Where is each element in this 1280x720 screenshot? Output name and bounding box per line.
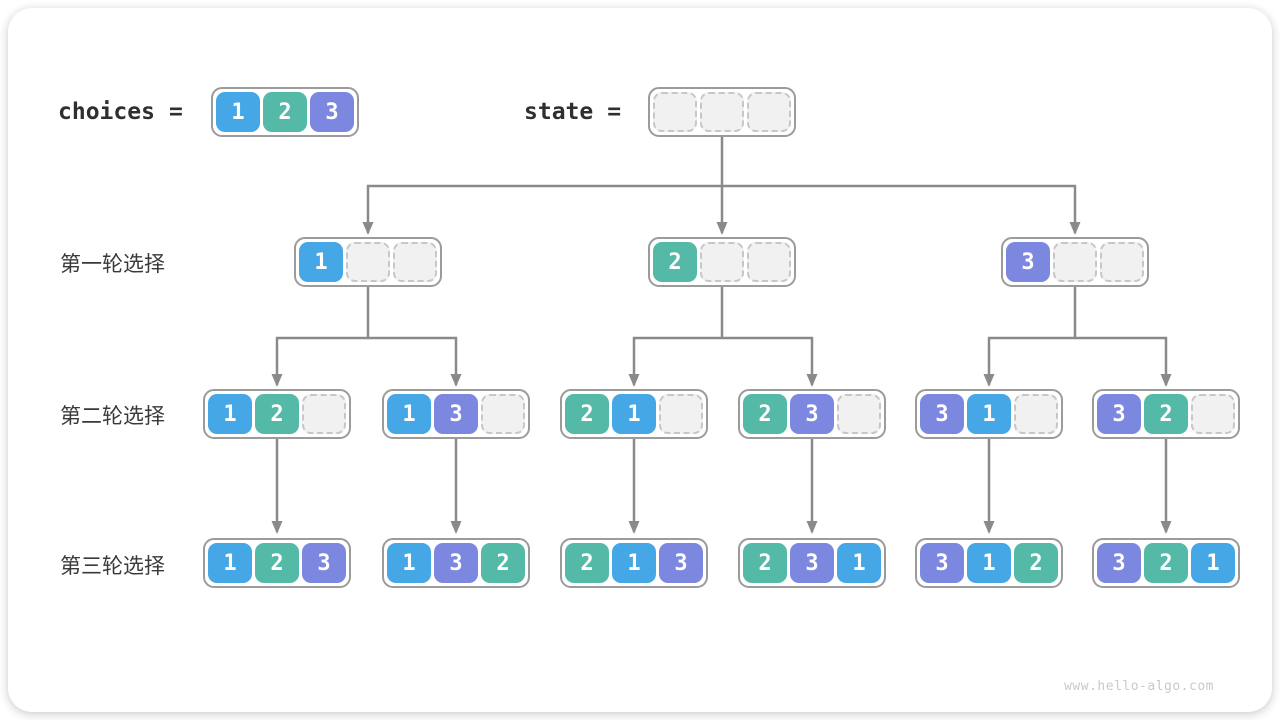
state-declaration: state = xyxy=(524,87,621,137)
value-cell-1: 1 xyxy=(612,543,656,583)
value-cell-3: 3 xyxy=(1006,242,1050,282)
value-cell-3: 3 xyxy=(1097,543,1141,583)
value-cell-2: 2 xyxy=(743,394,787,434)
value-cell-1: 1 xyxy=(612,394,656,434)
choices-declaration: choices = xyxy=(58,87,183,137)
watermark: www.hello-algo.com xyxy=(1064,679,1214,694)
state-array xyxy=(648,87,796,137)
empty-cell xyxy=(302,394,346,434)
value-cell-2: 2 xyxy=(565,394,609,434)
value-cell-1: 1 xyxy=(1191,543,1235,583)
empty-cell xyxy=(1100,242,1144,282)
value-cell-3: 3 xyxy=(302,543,346,583)
value-cell-3: 3 xyxy=(434,394,478,434)
value-cell-1: 1 xyxy=(387,394,431,434)
value-cell-3: 3 xyxy=(1097,394,1141,434)
value-cell-2: 2 xyxy=(1144,394,1188,434)
empty-cell xyxy=(1053,242,1097,282)
value-cell-2: 2 xyxy=(1144,543,1188,583)
state-keyword: state xyxy=(524,99,594,125)
value-cell-3: 3 xyxy=(920,543,964,583)
value-cell-2: 2 xyxy=(565,543,609,583)
empty-cell xyxy=(346,242,390,282)
round-1-label: 第一轮选择 xyxy=(60,252,165,276)
value-cell-3: 3 xyxy=(790,394,834,434)
empty-cell xyxy=(393,242,437,282)
value-cell-3: 3 xyxy=(790,543,834,583)
empty-cell xyxy=(700,92,744,132)
value-cell-1: 1 xyxy=(299,242,343,282)
value-cell-3: 3 xyxy=(434,543,478,583)
round1-node-0: 1 xyxy=(294,237,442,287)
empty-cell xyxy=(837,394,881,434)
value-cell-2: 2 xyxy=(653,242,697,282)
empty-cell xyxy=(481,394,525,434)
empty-cell xyxy=(747,242,791,282)
choices-equals-sign: = xyxy=(168,99,183,125)
round-3-label: 第三轮选择 xyxy=(60,554,165,578)
value-cell-1: 1 xyxy=(837,543,881,583)
connector-lines xyxy=(271,137,1172,534)
empty-cell xyxy=(700,242,744,282)
empty-cell xyxy=(747,92,791,132)
value-cell-1: 1 xyxy=(216,92,260,132)
empty-cell xyxy=(1014,394,1058,434)
empty-cell xyxy=(659,394,703,434)
round1-node-2: 3 xyxy=(1001,237,1149,287)
value-cell-2: 2 xyxy=(255,394,299,434)
value-cell-2: 2 xyxy=(743,543,787,583)
value-cell-1: 1 xyxy=(387,543,431,583)
value-cell-1: 1 xyxy=(208,543,252,583)
state-equals-sign: = xyxy=(607,99,622,125)
value-cell-2: 2 xyxy=(263,92,307,132)
empty-cell xyxy=(653,92,697,132)
value-cell-3: 3 xyxy=(659,543,703,583)
value-cell-1: 1 xyxy=(967,543,1011,583)
value-cell-2: 2 xyxy=(255,543,299,583)
value-cell-1: 1 xyxy=(967,394,1011,434)
choices-keyword: choices xyxy=(58,99,155,125)
value-cell-2: 2 xyxy=(481,543,525,583)
empty-cell xyxy=(1191,394,1235,434)
value-cell-1: 1 xyxy=(208,394,252,434)
value-cell-3: 3 xyxy=(310,92,354,132)
round1-node-1: 2 xyxy=(648,237,796,287)
value-cell-3: 3 xyxy=(920,394,964,434)
round-2-label: 第二轮选择 xyxy=(60,404,165,428)
value-cell-2: 2 xyxy=(1014,543,1058,583)
